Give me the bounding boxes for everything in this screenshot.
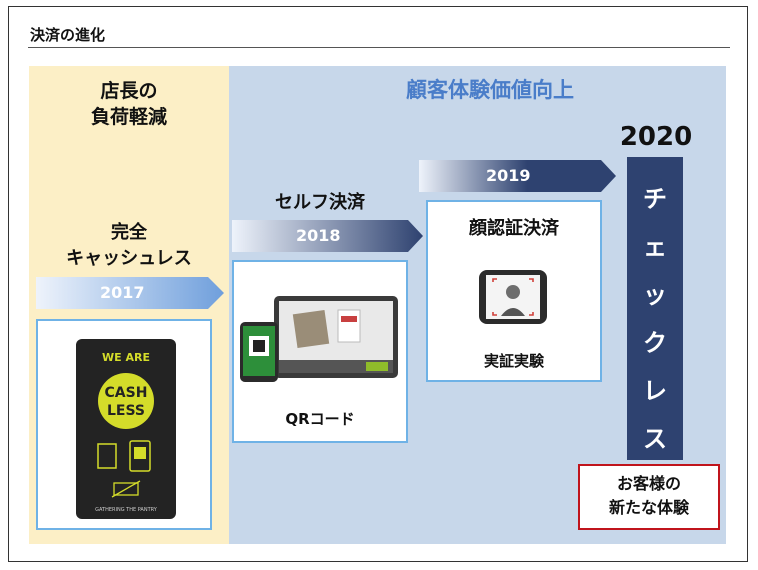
ribbon-2018-year: 2018 [296, 226, 341, 245]
outcome-line-2: 新たな体験 [608, 498, 689, 517]
checkless-char-5: レ [643, 377, 667, 405]
right-heading: 顧客体験価値向上 [406, 78, 574, 102]
stage-2018-caption: QRコード [285, 410, 355, 428]
checkless-char-2: ェ [643, 233, 667, 261]
self-checkout-tablet-image [240, 296, 398, 382]
stage-2019-label: 顔認証決済 [469, 218, 559, 239]
ribbon-2017 [36, 277, 224, 309]
slide-frame [8, 6, 748, 562]
slide-title: 決済の進化 [30, 26, 106, 44]
left-heading: 店長の 負荷軽減 [29, 78, 229, 130]
ribbon-2019-year: 2019 [486, 166, 531, 185]
outcome-box: お客様の 新たな体験 [578, 464, 720, 530]
stage-2019-caption: 実証実験 [483, 352, 544, 370]
stage-2018-label: セルフ決済 [275, 192, 365, 213]
title-divider [28, 47, 730, 48]
cashless-card-image: WE ARE CASH LESS GATHERING THE PANTRY [76, 339, 176, 519]
stage-2017-label-line-2: キャッシュレス [66, 248, 192, 269]
card-text-cash: CASH [105, 385, 148, 401]
face-recognition-icon [479, 270, 547, 324]
stage-2019-box: 顔認証決済 実証実験 [426, 200, 602, 382]
stage-2017-label: 完全 キャッシュレス [29, 220, 229, 272]
checkless-bar: チ ェ ッ ク レ ス [627, 157, 683, 460]
outcome-text: お客様の 新たな体験 [580, 472, 718, 520]
ribbon-2019 [419, 160, 616, 192]
card-text-we-are: WE ARE [102, 351, 150, 364]
card-text-less: LESS [107, 403, 145, 419]
left-heading-line-1: 店長の [100, 80, 158, 102]
checkless-char-4: ク [643, 329, 667, 357]
left-heading-line-2: 負荷軽減 [90, 106, 167, 128]
checkless-char-3: ッ [643, 281, 667, 309]
stage-2020-year: 2020 [619, 122, 693, 152]
ribbon-2018 [232, 220, 423, 252]
stage-2018-box: QRコード [232, 260, 408, 443]
checkless-char-1: チ [643, 185, 667, 213]
stage-2017-box: WE ARE CASH LESS GATHERING THE PANTRY [36, 319, 212, 530]
ribbon-2017-year: 2017 [100, 283, 145, 302]
card-footer-text: GATHERING THE PANTRY [95, 507, 158, 513]
checkless-char-6: ス [643, 425, 667, 453]
no-cash-icon [111, 480, 141, 498]
stage-2017-label-line-1: 完全 [111, 222, 147, 243]
card-payment-icon [97, 440, 151, 472]
outcome-line-1: お客様の [616, 474, 681, 493]
